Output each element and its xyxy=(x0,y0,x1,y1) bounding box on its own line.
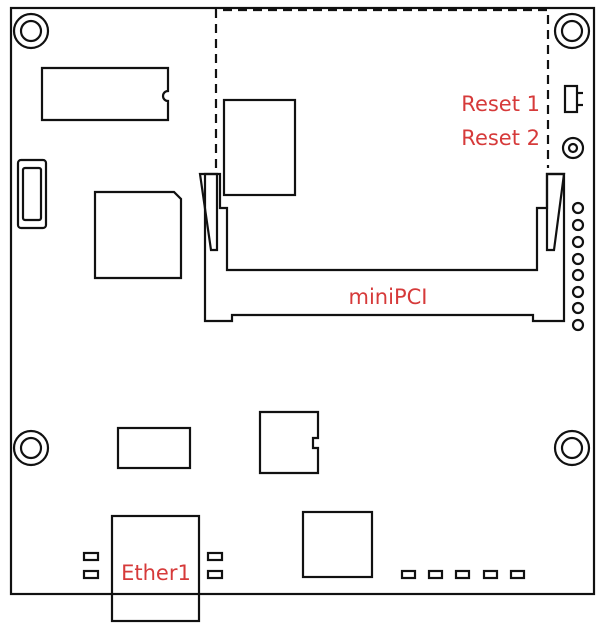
ethernet-connector xyxy=(110,514,201,623)
mid-chip xyxy=(116,426,192,470)
reset2-label: Reset 2 xyxy=(461,126,540,150)
reset-button xyxy=(563,84,579,114)
minipci-label: miniPCI xyxy=(349,285,428,309)
minipci-area-chip xyxy=(222,98,297,197)
board-outline xyxy=(9,6,596,596)
minipci-right-latch xyxy=(545,172,566,252)
header-pins xyxy=(571,201,585,332)
minipci-left-latch xyxy=(198,172,219,252)
battery-outer xyxy=(16,158,48,230)
reset2-switch xyxy=(561,136,585,160)
mounting-hole-mid-left xyxy=(12,429,50,467)
ether1-label: Ether1 xyxy=(121,561,191,585)
ether-led-right-bottom xyxy=(206,569,224,580)
status-leds xyxy=(400,569,526,580)
dip-chip xyxy=(40,66,170,122)
mounting-hole-top-left xyxy=(12,12,50,50)
minipci-card-outline xyxy=(214,8,550,168)
ether-led-left-bottom xyxy=(82,569,100,580)
cpu-chip xyxy=(93,190,183,280)
ether-led-left-top xyxy=(82,551,100,562)
mounting-hole-top-right xyxy=(553,12,591,50)
mounting-hole-mid-right xyxy=(553,429,591,467)
notched-chip xyxy=(258,410,320,475)
ether-led-right-top xyxy=(206,551,224,562)
battery-inner xyxy=(21,166,43,222)
bottom-chip xyxy=(301,510,374,579)
reset1-label: Reset 1 xyxy=(461,92,540,116)
